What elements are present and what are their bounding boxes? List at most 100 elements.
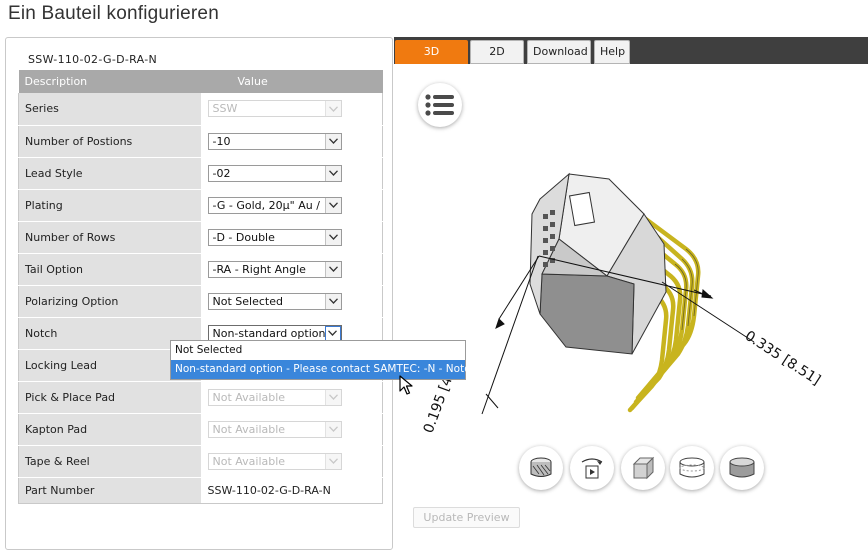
- config-row-tail-option: Tail Option -RA - Right Angle: [18, 253, 383, 286]
- config-label: Kapton Pad: [18, 413, 201, 446]
- number-of-rows-select[interactable]: -D - Double: [207, 228, 342, 246]
- tab-2d-view[interactable]: 2D View: [470, 40, 524, 80]
- series-select: SSW: [207, 100, 342, 118]
- select-value: Not Selected: [212, 294, 283, 308]
- config-value-cell: Not Available: [200, 413, 383, 446]
- solid-box-icon: [632, 456, 655, 480]
- chevron-down-icon: [324, 389, 341, 405]
- config-value-cell: -10: [200, 125, 383, 158]
- chevron-down-icon: [324, 293, 341, 309]
- select-value: SSW: [212, 102, 238, 116]
- wireframe-cylinder-icon: [679, 457, 705, 478]
- select-value: -D - Double: [212, 230, 275, 244]
- shaded-cylinder-icon: [729, 457, 755, 478]
- list-menu-icon: [425, 94, 454, 116]
- connector-left-face: [529, 172, 570, 315]
- config-row-plating: Plating -G - Gold, 20µ" Au /: [18, 189, 383, 222]
- dimension-width-label: 0.335 [8.51]: [742, 328, 823, 389]
- viewer-menu-button[interactable]: [418, 83, 462, 127]
- tab-3d-preview[interactable]: 3D Preview: [395, 40, 468, 80]
- polarizing-notch: [568, 191, 596, 227]
- tab-download[interactable]: Download: [527, 40, 591, 64]
- shaded-cylinder-button[interactable]: [720, 446, 764, 490]
- chevron-down-icon: [324, 165, 341, 181]
- chevron-down-icon: [324, 133, 341, 149]
- select-value: Not Available: [212, 422, 286, 436]
- select-value: Not Available: [212, 454, 286, 468]
- config-value-cell: -D - Double: [200, 221, 383, 254]
- notch-select[interactable]: Non-standard option: [207, 324, 342, 342]
- contact-holes: [543, 210, 555, 267]
- config-value-cell: -RA - Right Angle: [200, 253, 383, 286]
- tail-option-select[interactable]: -RA - Right Angle: [207, 260, 342, 278]
- config-label: Tail Option: [18, 253, 201, 286]
- select-value: -RA - Right Angle: [212, 262, 306, 276]
- config-row-series: Series SSW: [18, 93, 383, 126]
- chevron-down-icon: [324, 261, 341, 277]
- pick-place-pad-select: Not Available: [207, 388, 342, 406]
- wireframe-cylinder-button[interactable]: [670, 446, 714, 490]
- config-label: Series: [18, 93, 201, 126]
- config-label: Polarizing Option: [18, 285, 201, 318]
- config-row-number-of-rows: Number of Rows -D - Double: [18, 221, 383, 254]
- chevron-down-icon: [324, 421, 341, 437]
- select-value: Non-standard option: [212, 326, 326, 340]
- kapton-pad-select: Not Available: [207, 420, 342, 438]
- section-view-button[interactable]: [519, 446, 563, 490]
- 3d-preview-viewer[interactable]: 0.335 [8.51] 0.195 [4.95]: [394, 64, 868, 552]
- dimension-lines: [481, 255, 755, 415]
- tape-reel-select: Not Available: [207, 452, 342, 470]
- dropdown-option-notch[interactable]: Non-standard option - Please contact SAM…: [171, 360, 477, 379]
- config-label: Plating: [18, 189, 201, 222]
- viewer-tab-bar: 3D Preview 2D View Download Help: [394, 37, 868, 80]
- plating-select[interactable]: -G - Gold, 20µ" Au /: [207, 196, 342, 214]
- connector-body-side: [541, 238, 609, 277]
- configuration-panel: SSW-110-02-G-D-RA-N Description Value Se…: [5, 37, 393, 550]
- number-of-postions-select[interactable]: -10: [207, 132, 342, 150]
- config-value-cell: -G - Gold, 20µ" Au /: [200, 189, 383, 222]
- config-row-polarizing-option: Polarizing Option Not Selected: [18, 285, 383, 318]
- notch-dropdown-list: Not Selected Non-standard option - Pleas…: [170, 340, 477, 380]
- select-value: -02: [212, 166, 231, 180]
- solid-box-button[interactable]: [621, 446, 665, 490]
- config-value-cell: -02: [200, 157, 383, 190]
- config-label: Number of Rows: [18, 221, 201, 254]
- description-column-header: Description: [18, 70, 201, 93]
- config-value-cell: Not Available: [200, 381, 383, 414]
- part-number-value: SSW-110-02-G-D-RA-N: [200, 477, 383, 504]
- chevron-down-icon: [324, 229, 341, 245]
- connector-front-face: [539, 273, 635, 355]
- config-label: Number of Postions: [18, 125, 201, 158]
- chevron-down-icon: [324, 325, 341, 341]
- connector-3d-model: 0.335 [8.51] 0.195 [4.95]: [421, 172, 823, 435]
- rotate-play-icon: [581, 458, 603, 479]
- config-label: Part Number: [18, 477, 201, 504]
- polarizing-option-select[interactable]: Not Selected: [207, 292, 342, 310]
- part-number-heading: SSW-110-02-G-D-RA-N: [28, 53, 158, 66]
- config-label: Tape & Reel: [18, 445, 201, 478]
- update-preview-button[interactable]: Update Preview: [413, 507, 520, 528]
- config-row-tape-reel: Tape & Reel Not Available: [18, 445, 383, 478]
- config-row-kapton-pad: Kapton Pad Not Available: [18, 413, 383, 446]
- config-value-cell: SSW: [200, 93, 383, 126]
- dropdown-option-not-selected[interactable]: Not Selected: [175, 344, 243, 356]
- value-column-header: Value: [200, 70, 383, 93]
- config-value-cell: Not Available: [200, 445, 383, 478]
- page-title: Ein Bauteil konfigurieren: [8, 3, 219, 24]
- config-row-lead-style: Lead Style -02: [18, 157, 383, 190]
- chevron-down-icon: [324, 101, 341, 117]
- tab-help[interactable]: Help: [594, 40, 630, 64]
- chevron-down-icon: [324, 453, 341, 469]
- lead-style-select[interactable]: -02: [207, 164, 342, 182]
- select-value: -10: [212, 134, 231, 148]
- config-label: Lead Style: [18, 157, 201, 190]
- config-value-cell: Not Selected: [200, 285, 383, 318]
- config-label: Pick & Place Pad: [18, 381, 201, 414]
- chevron-down-icon: [324, 197, 341, 213]
- rotate-play-button[interactable]: [570, 446, 614, 490]
- select-value: -G - Gold, 20µ" Au /: [212, 198, 320, 212]
- select-value: Not Available: [212, 390, 286, 404]
- section-view-icon: [530, 457, 552, 477]
- configuration-table: Description Value Series SSW Number of Pos…: [18, 70, 383, 504]
